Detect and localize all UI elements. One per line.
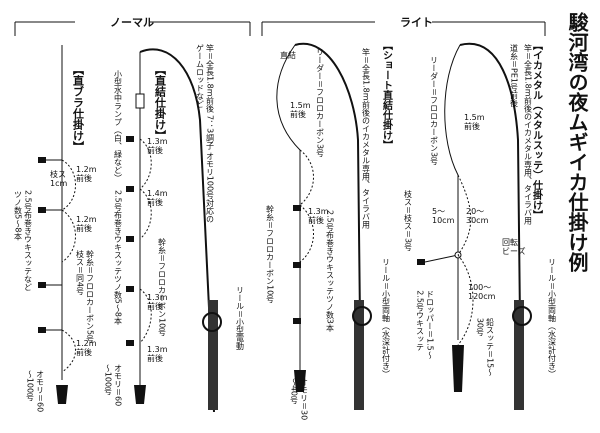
sinker-icon	[294, 370, 306, 392]
rig-short-knot: 直結	[280, 50, 296, 60]
rig-metal-lead: 鉛スッテ＝15〜30号	[476, 317, 495, 376]
rod-icon	[294, 42, 361, 321]
rig-short-mainline	[276, 44, 301, 370]
rig-short-rod: 竿＝全長1.8m前後のイカメタル専用、タイラバ用	[362, 47, 371, 230]
main-title: 駿河湾の夜ムギイカ仕掛け例	[565, 11, 589, 273]
rig-direct-reel: リール＝小型電動	[236, 286, 245, 351]
rig-short-span-2	[299, 204, 314, 263]
rig-metal-branchlen: 5〜10cm	[432, 207, 455, 225]
sinker-icon	[134, 385, 146, 404]
reel-icon	[352, 306, 372, 326]
rig-direct-lamp: 小型水中ランプ（白、緑など）	[114, 70, 123, 182]
rig-metal-mainline	[444, 44, 461, 340]
rod-icon	[459, 42, 521, 321]
section-light: ライト	[261, 16, 546, 36]
jig-icon	[293, 318, 301, 324]
rig-metal-swivel: 20〜30cm	[466, 207, 489, 225]
rig-metal-branch: 枝ス＝枝ス＝3号	[404, 189, 413, 252]
rod-grip-icon	[354, 300, 364, 410]
jig-icon	[293, 205, 301, 211]
jig-icon	[38, 327, 46, 333]
rig-dropper-span-2	[61, 209, 76, 263]
rig-direct-sinker: オモリ＝60〜100号	[104, 364, 123, 406]
rig-dropper-sinker: オモリ＝60〜100号	[26, 370, 45, 412]
rig-dropper-span-1	[61, 159, 76, 211]
reel-icon	[202, 312, 222, 332]
jig-icon	[417, 259, 425, 265]
rig-direct-jigs	[126, 136, 134, 346]
jig-icon	[126, 186, 134, 192]
rig-short-mainline-label: 幹糸＝フロロカーボン10号	[266, 204, 275, 304]
rig-metal-span-2	[457, 254, 474, 346]
rig-direct-rod: 竿＝全長1.8m前後 7：3調子 オモリ100号対応のゲームロッドなど	[196, 43, 215, 223]
rig-short-span-1	[299, 149, 314, 206]
rig-metal-title: 【イカメタル（メタルスッテ）仕掛け】	[531, 40, 544, 220]
rig-direct-span-3	[139, 288, 152, 344]
rig-dropper-jigs	[38, 157, 62, 333]
rig-short-leader: リーダー＝フロロカーボン3号	[316, 48, 325, 158]
jig-icon	[38, 157, 46, 163]
rig-metal-line: 道糸＝PE1号前後	[510, 43, 519, 107]
rig-direct-title: 【直結仕掛け】	[154, 64, 168, 141]
jig-icon	[126, 286, 134, 292]
rig-direct-mainline-label: 幹糸＝フロロカーボン10号	[158, 237, 167, 337]
rig-dropper-mainline-label: 幹糸＝フロロカーボン5号枝ス＝同4号	[76, 249, 95, 344]
section-light-label: ライト	[400, 16, 433, 29]
rig-short-reel: リール＝小型両軸（水深計付き）	[382, 258, 391, 378]
rod-grip-icon	[514, 300, 524, 410]
underwater-lamp-icon	[135, 93, 145, 109]
rig-short-title: 【ショート直結仕掛け】	[381, 40, 394, 150]
rig-direct-span-2	[139, 188, 152, 240]
rig-dropper-title: 【直ブラ仕掛け】	[72, 64, 86, 152]
section-normal-label: ノーマル	[110, 16, 154, 29]
rig-dropper-span-3	[61, 329, 76, 373]
rod-icon	[139, 48, 215, 413]
reel-icon	[512, 306, 532, 326]
lead-sutte-icon	[452, 345, 464, 392]
jig-icon	[126, 136, 134, 142]
rig-direct: 【直結仕掛け】 竿＝全長1.8m前後 7：3調子 オモリ100号対応のゲームロッ…	[104, 43, 245, 413]
rig-short-jig: 2.5号布巻きウキスッテツノ数3本	[326, 210, 335, 333]
rig-metal-branch-line	[424, 254, 459, 263]
jig-icon	[126, 340, 134, 346]
rig-metal-swivel-label: 回転ビーズ	[502, 238, 526, 256]
rig-metal-reel: リール＝小型両軸（水深計付き）	[548, 258, 557, 378]
rig-metal-leader: リーダー＝フロロカーボン3号	[430, 56, 439, 166]
rod-grip-icon	[208, 300, 218, 410]
jig-icon	[126, 236, 134, 242]
jig-icon	[38, 282, 46, 288]
rig-metal-droplen: 100〜120cm	[468, 283, 496, 301]
rig-metal-span-1	[457, 174, 472, 256]
rig-metal-dropper: ドロッパー＝1.5〜2.5号ウキスッテ	[416, 290, 435, 359]
rig-metal-rod: 竿＝全長1.8m前後のイカメタル専用、タイラバ用	[524, 43, 533, 226]
jig-icon	[38, 207, 46, 213]
jig-icon	[293, 262, 301, 268]
rig-dropper-jig: 2.5号布巻きウキスッテなどツノ数5〜8本	[14, 190, 33, 291]
rig-direct-span-1	[139, 138, 152, 190]
rig-direct-jig: 2.5号布巻きウキスッテツノ数5〜8本	[114, 190, 123, 326]
section-normal: ノーマル	[14, 16, 251, 36]
rig-short-sinker: オモリ＝30〜40号	[290, 378, 309, 420]
sinker-icon	[56, 385, 68, 404]
